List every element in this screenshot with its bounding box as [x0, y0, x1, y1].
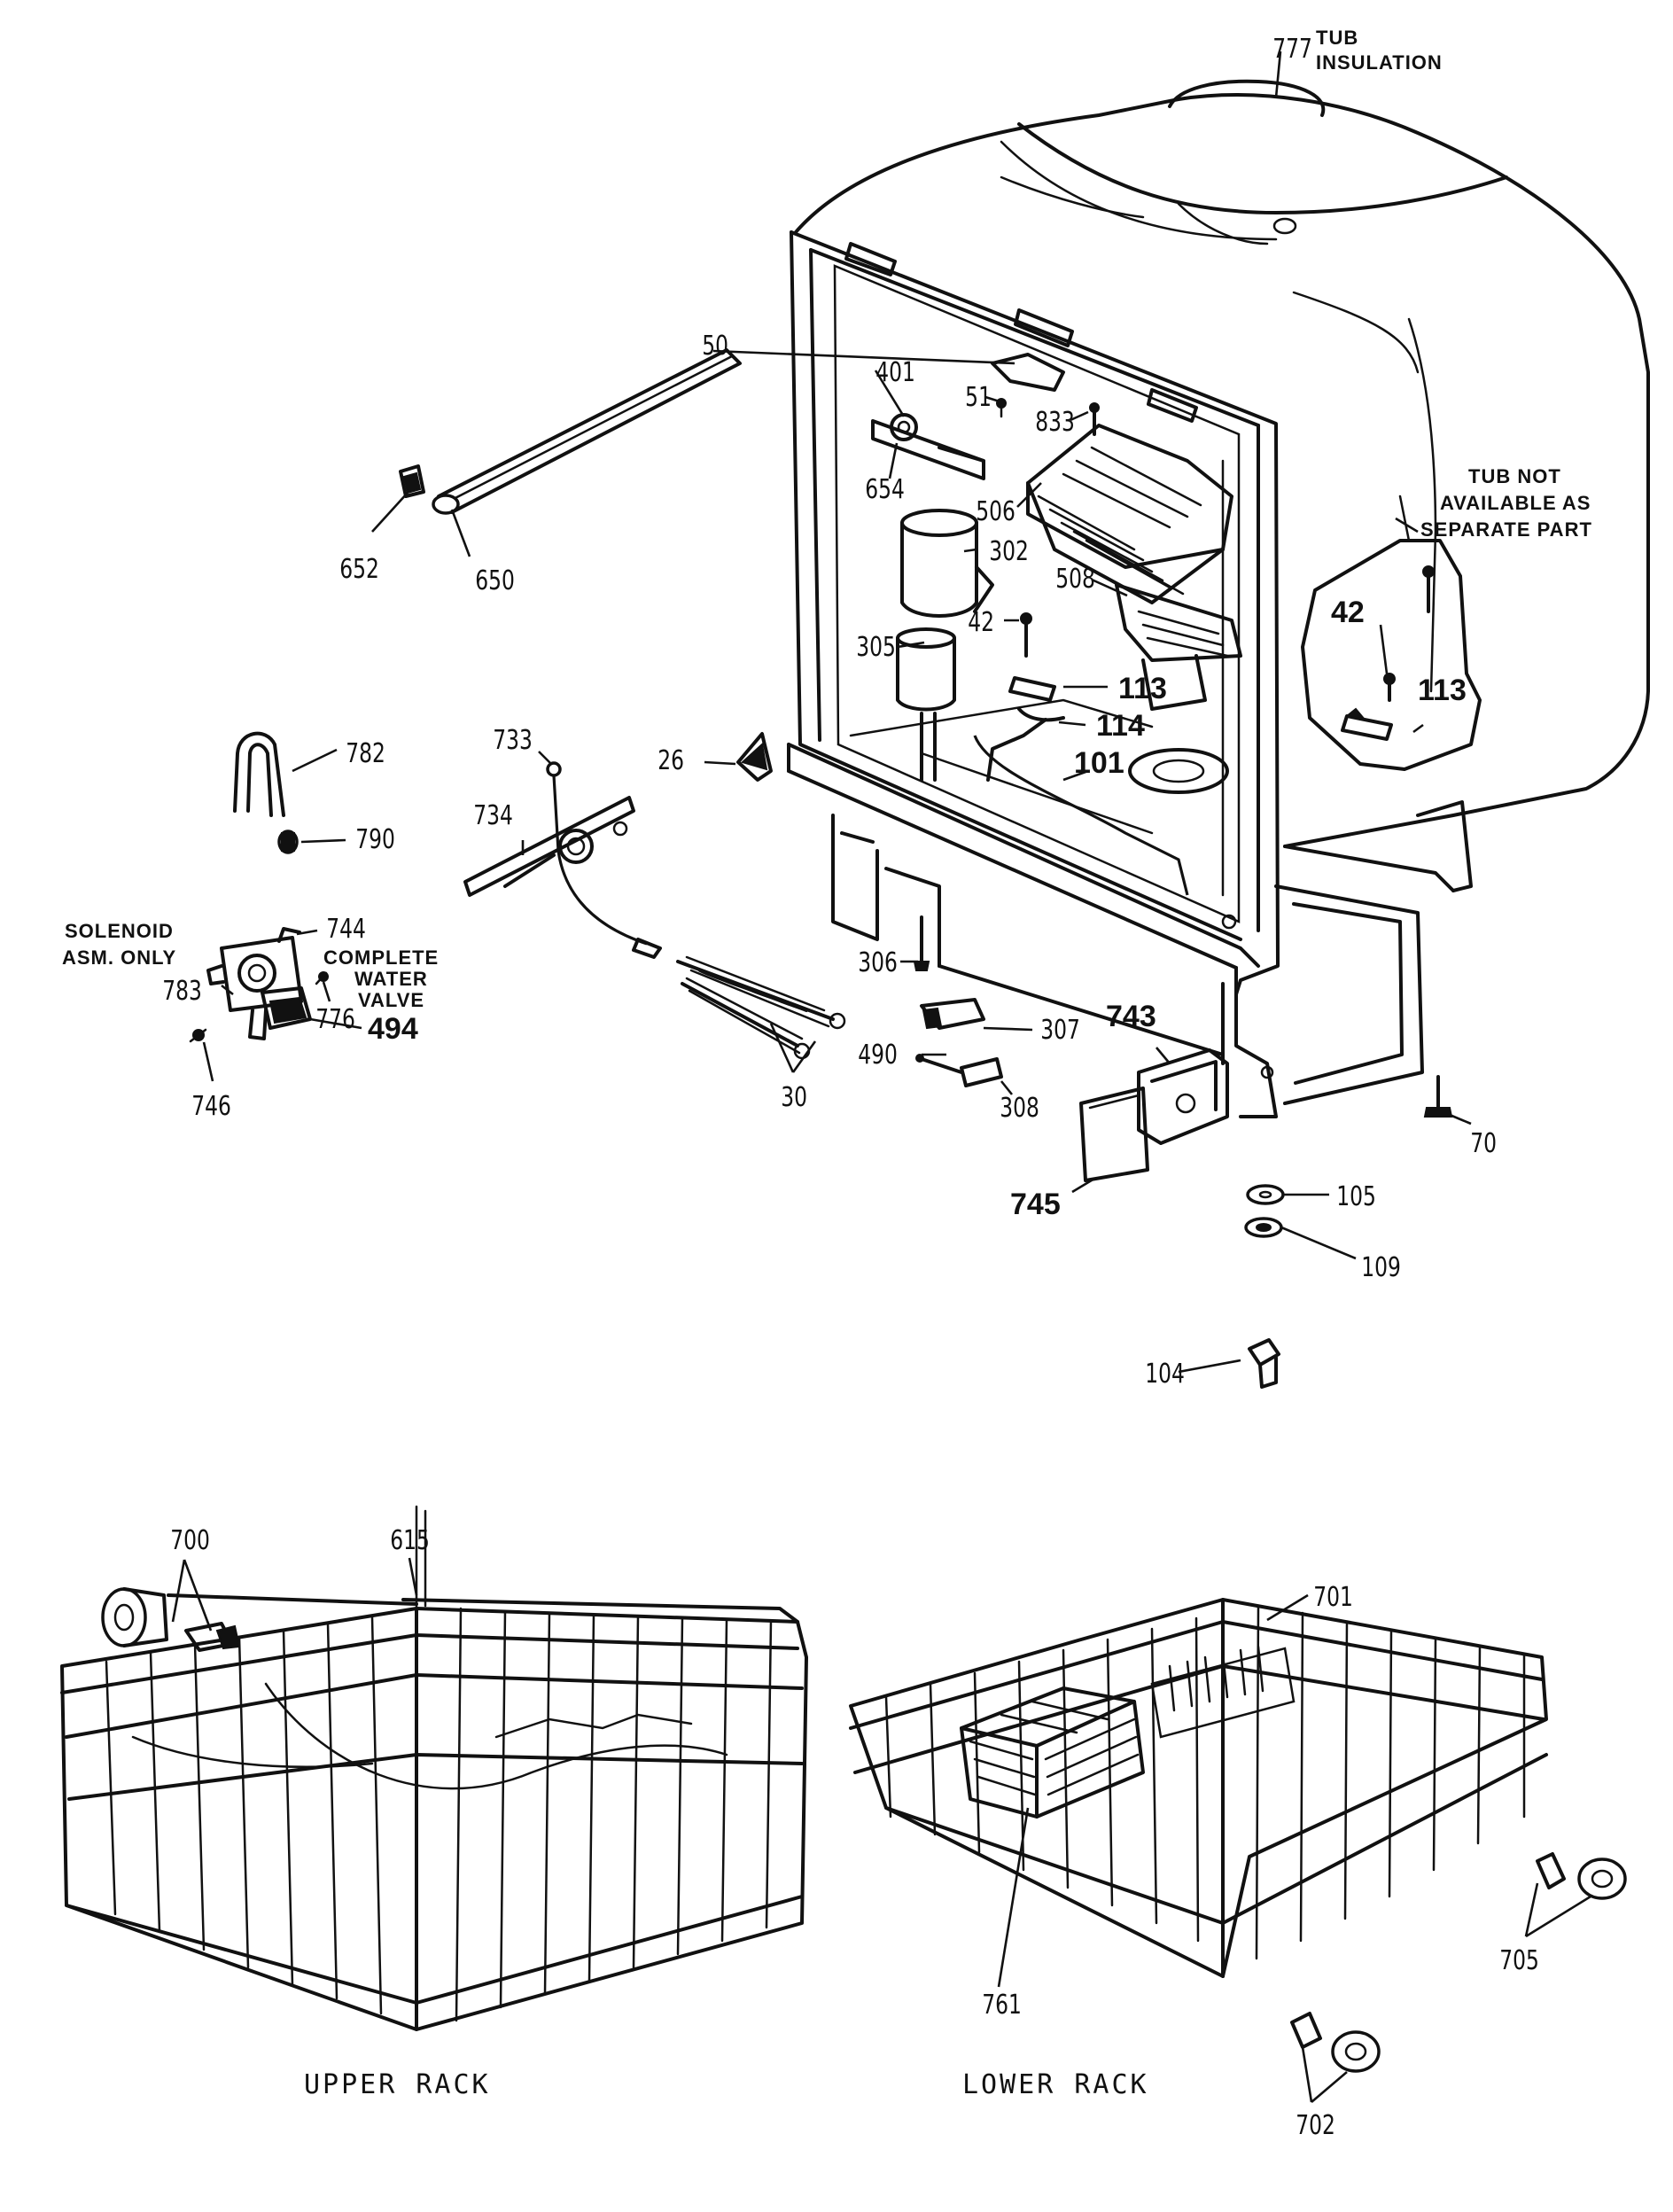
label-776: 776 [315, 1004, 355, 1035]
label-113-outer: 113 [1418, 674, 1467, 707]
label-42-inner: 42 [968, 607, 994, 638]
note-solenoid-1: SOLENOID [65, 920, 174, 942]
label-652: 652 [339, 554, 379, 585]
label-105: 105 [1336, 1181, 1376, 1212]
upper-rack-drawing [60, 1505, 808, 2031]
label-306: 306 [858, 947, 898, 978]
inlet-hose-shape [233, 731, 285, 817]
note-tub-not-available-3: SEPARATE PART [1420, 518, 1592, 541]
label-701: 701 [1313, 1582, 1353, 1613]
door-switch-bracket [463, 761, 662, 959]
label-743: 743 [1106, 1000, 1156, 1033]
label-744: 744 [326, 914, 366, 945]
note-tub-not-available-2: AVAILABLE AS [1440, 492, 1591, 514]
notes: TUB INSULATION TUB NOT AVAILABLE AS SEPA… [62, 27, 1592, 1011]
note-tub-not-available-1: TUB NOT [1468, 465, 1561, 487]
label-702: 702 [1296, 2110, 1335, 2141]
note-tub-insulation-2: INSULATION [1316, 51, 1443, 74]
label-745: 745 [1010, 1188, 1061, 1221]
label-746: 746 [191, 1091, 231, 1122]
label-650: 650 [475, 565, 515, 596]
note-tub-insulation-1: TUB [1316, 27, 1358, 49]
part-labels: 777 50 401 51 833 654 506 302 508 42 305… [162, 34, 1539, 2141]
label-783: 783 [162, 976, 202, 1007]
label-494: 494 [368, 1012, 418, 1046]
label-508: 508 [1055, 564, 1095, 595]
label-101: 101 [1074, 746, 1124, 780]
label-734: 734 [473, 800, 513, 831]
label-113-inner: 113 [1118, 672, 1167, 705]
label-705: 705 [1499, 1945, 1539, 1976]
label-308: 308 [1000, 1093, 1039, 1124]
label-506: 506 [976, 496, 1015, 527]
lower-rack-drawing [849, 1598, 1548, 1978]
label-777: 777 [1272, 34, 1312, 65]
detergent-dispenser-shape [1026, 424, 1233, 604]
note-water-valve-1: COMPLETE [323, 946, 439, 969]
label-490: 490 [858, 1040, 898, 1071]
water-valve-shape [206, 927, 303, 1040]
leader-lines [171, 51, 1591, 2103]
label-833: 833 [1035, 407, 1075, 438]
label-104: 104 [1145, 1359, 1185, 1390]
label-70: 70 [1470, 1128, 1497, 1159]
label-782: 782 [346, 738, 385, 769]
label-26: 26 [658, 745, 684, 776]
caption-lower-rack: LOWER RACK [962, 2069, 1149, 2100]
label-50: 50 [702, 331, 728, 362]
label-307: 307 [1040, 1015, 1080, 1046]
note-water-valve-3: VALVE [358, 989, 424, 1011]
label-790: 790 [355, 824, 395, 855]
label-42-outer: 42 [1331, 596, 1365, 629]
note-water-valve-2: WATER [354, 968, 428, 990]
label-733: 733 [493, 725, 533, 756]
label-109: 109 [1361, 1252, 1401, 1283]
label-654: 654 [865, 474, 905, 505]
lower-rack-rollers-bottom [1290, 2012, 1381, 2073]
captions: UPPER RACK LOWER RACK [304, 2069, 1149, 2100]
label-30: 30 [781, 1082, 807, 1113]
label-51: 51 [965, 382, 992, 413]
upper-rack-rollers [101, 1587, 241, 1652]
caption-upper-rack: UPPER RACK [304, 2069, 491, 2100]
label-302: 302 [989, 536, 1029, 567]
gasket-clip-shape [399, 464, 425, 498]
tub-assembly [736, 79, 1650, 1118]
label-114: 114 [1096, 709, 1145, 743]
label-615: 615 [390, 1525, 430, 1556]
label-761: 761 [982, 1990, 1022, 2021]
junction-box-shape [1079, 1048, 1229, 1182]
lower-rack-rollers-right [1536, 1852, 1627, 1900]
motor-cylinder-shape [896, 509, 994, 782]
side-callout-panel [1301, 495, 1482, 771]
door-gasket-strip [432, 348, 742, 515]
label-305: 305 [856, 632, 896, 663]
label-700: 700 [170, 1525, 210, 1556]
label-401: 401 [875, 357, 915, 388]
door-springs [676, 955, 846, 1060]
note-solenoid-2: ASM. ONLY [62, 946, 176, 969]
